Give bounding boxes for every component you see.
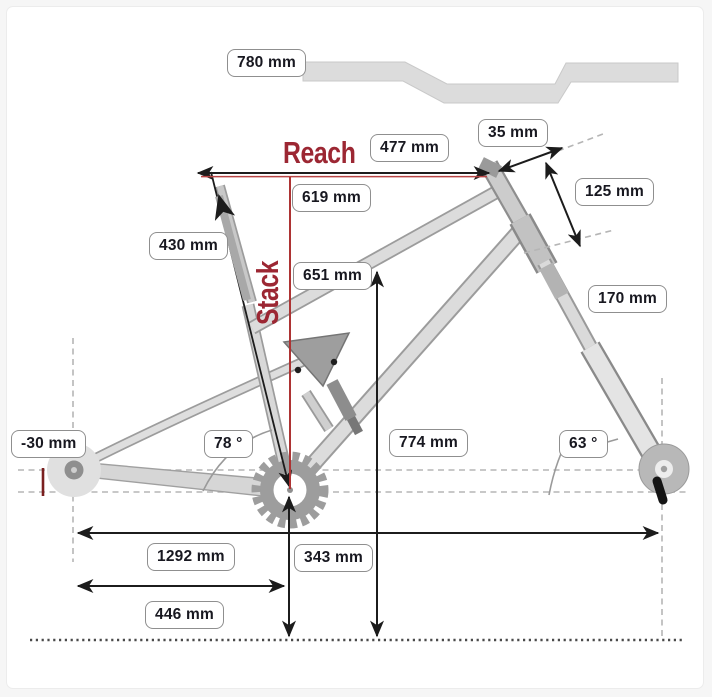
label-seat-tube-length: 430 mm xyxy=(149,232,228,260)
rocker-pivot-front xyxy=(294,366,302,374)
fork xyxy=(509,213,668,470)
label-seat-tube-angle: 78 ° xyxy=(204,430,253,458)
rocker-link xyxy=(282,332,351,388)
label-bb-height: 343 mm xyxy=(294,544,373,572)
label-fork-travel: 170 mm xyxy=(588,285,667,313)
handlebar xyxy=(302,61,679,104)
fork-stanchion-band xyxy=(539,262,569,300)
label-stack-value: 651 mm xyxy=(293,262,372,290)
stem-arrow xyxy=(497,146,564,173)
thru-axle-lever xyxy=(652,476,668,505)
down-tube-fill xyxy=(286,219,531,494)
seatstay-tube-fill xyxy=(78,343,338,469)
fork-crown-fill xyxy=(511,214,556,273)
head-tube-arrow xyxy=(545,161,581,248)
label-head-tube-length: 125 mm xyxy=(575,178,654,206)
label-reach-value: 477 mm xyxy=(370,134,449,162)
label-bb-drop: -30 mm xyxy=(11,430,87,458)
label-chainstay-length: 446 mm xyxy=(145,601,224,629)
reach-title: Reach xyxy=(283,135,356,170)
label-standover-height: 774 mm xyxy=(389,429,468,457)
steer-axis-top-guide xyxy=(557,133,604,152)
stack-title: Stack xyxy=(250,260,285,325)
seat-tube-arrow-shaft xyxy=(214,193,251,302)
rocker-pivot-rear xyxy=(330,358,338,366)
label-wheelbase: 1292 mm xyxy=(147,543,235,571)
label-head-tube-angle: 63 ° xyxy=(559,430,608,458)
front-hub xyxy=(638,443,690,505)
top-tube-fill xyxy=(249,185,503,333)
label-stem-length: 35 mm xyxy=(478,119,549,147)
label-handlebar-width: 780 mm xyxy=(227,49,306,77)
fork-lower-leg-fill xyxy=(582,342,666,469)
shock-end xyxy=(347,415,363,436)
dashed-guides xyxy=(18,338,688,640)
shock-reservoir xyxy=(326,379,357,421)
shock-body-fill xyxy=(302,391,333,431)
stem-block xyxy=(478,157,502,178)
label-top-tube: 619 mm xyxy=(292,184,371,212)
red-reference-lines xyxy=(201,175,487,489)
measurement-arrows xyxy=(76,146,660,638)
